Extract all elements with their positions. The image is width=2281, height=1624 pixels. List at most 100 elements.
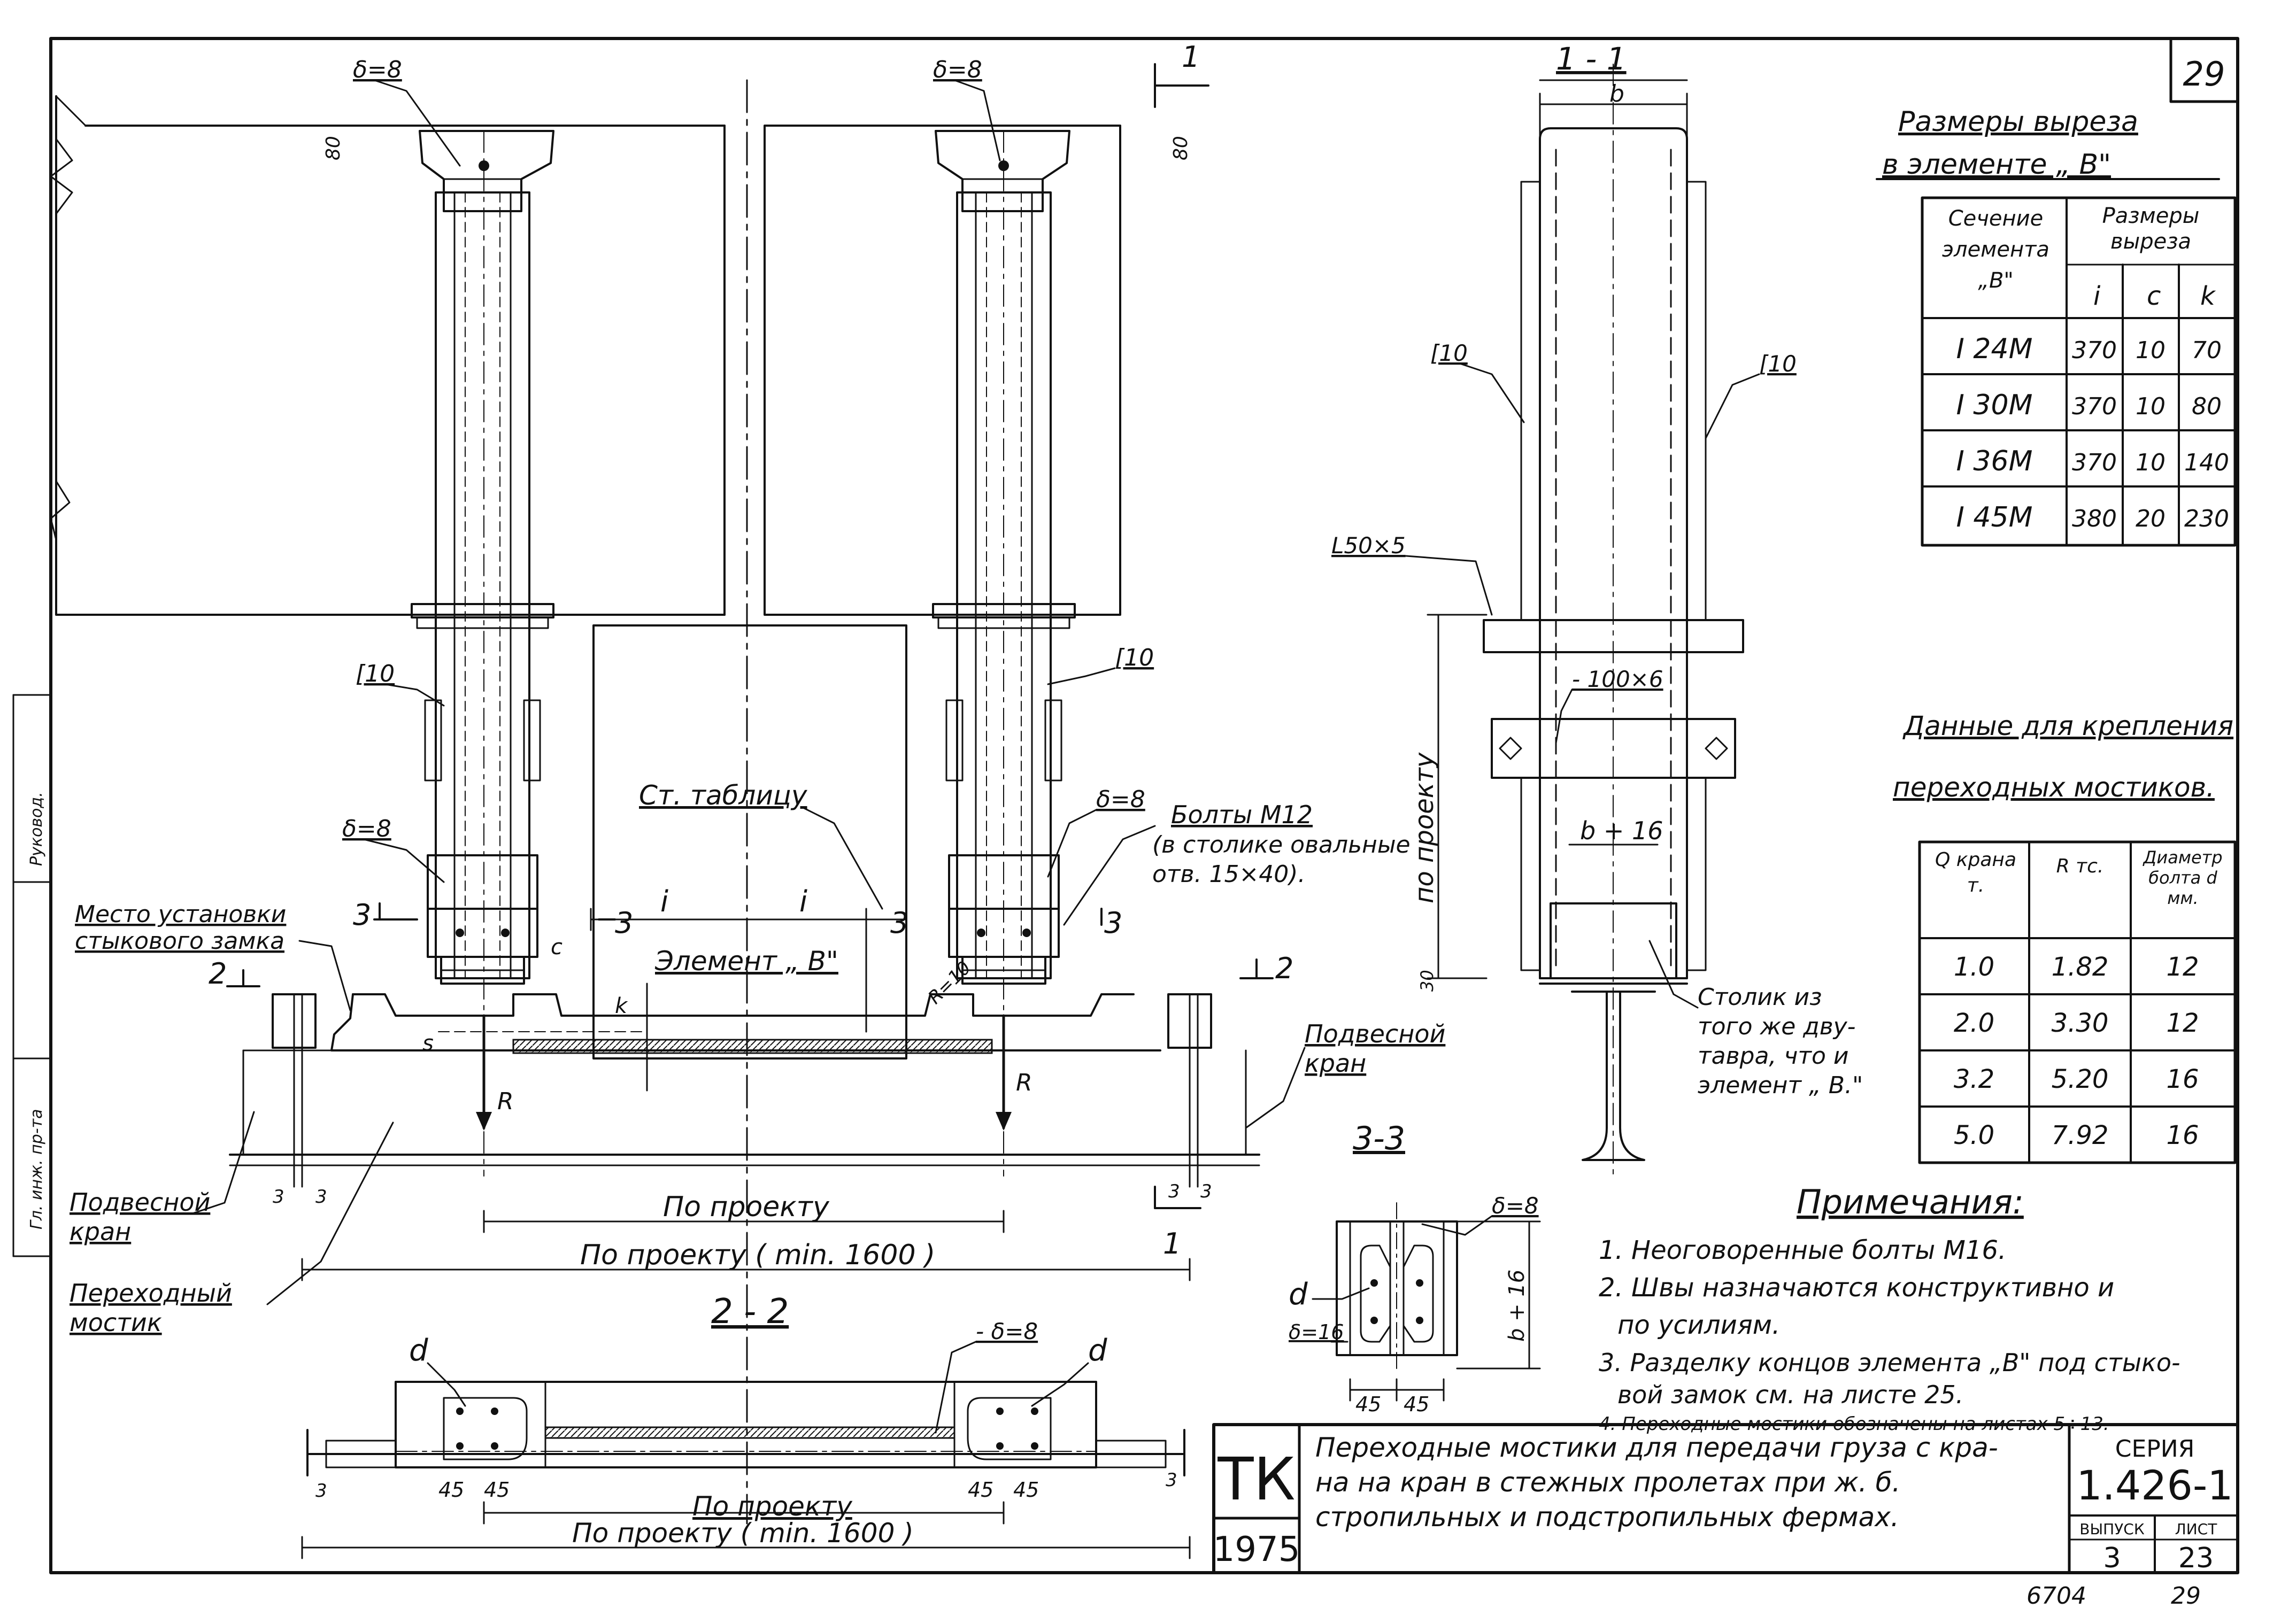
s11-table-3: тавра, что и	[1698, 1042, 1849, 1070]
s22-thk8: - δ=8	[976, 1318, 1038, 1344]
cut-row-3-c: 10	[2136, 449, 2166, 476]
title-issue-label: ВЫПУСК	[2079, 1520, 2145, 1538]
cut-row-4-c: 20	[2136, 505, 2166, 532]
section-11-title: 1 - 1	[1556, 41, 1627, 77]
title-block: ТК 1975 Переходные мостики для передачи …	[1212, 1423, 2239, 1610]
stamp-head: Руковод.	[27, 792, 46, 866]
title-sheet-label: ЛИСТ	[2175, 1520, 2218, 1538]
title-year: 1975	[1213, 1530, 1300, 1569]
s22-mark-3-right: 3	[1166, 1470, 1177, 1491]
s22-d-right: d	[1088, 1333, 1107, 1368]
notes-title: Примечания:	[1797, 1182, 2024, 1221]
label-dim-80-right: 80	[1170, 136, 1192, 160]
s33-45-a: 45	[1355, 1393, 1381, 1416]
fastening-row-4-r: 7.92	[2052, 1120, 2109, 1150]
s11-table-2: того же дву-	[1698, 1013, 1856, 1040]
label-thk8-lower-left: δ=8	[342, 815, 391, 842]
element-b-beam	[229, 993, 1260, 1166]
cut-row-2-k: 80	[2192, 393, 2222, 420]
force-r-left: R	[497, 1088, 514, 1115]
left-column	[411, 130, 554, 1177]
s11-c10-left: [10	[1430, 340, 1468, 366]
left-stamp-strip: Гл. инж. пр-та Руковод.	[12, 694, 52, 1257]
main-elevation: R R i i c k s 3 3 3 3 2 2 1 1	[50, 40, 1445, 1525]
fastening-row-4-d: 16	[2166, 1120, 2199, 1150]
force-r-right: R	[1016, 1069, 1032, 1096]
s22-d-left: d	[409, 1333, 428, 1368]
s22-45-d: 45	[1013, 1478, 1039, 1502]
label-crane-right-1: Подвесной	[1305, 1019, 1445, 1048]
cut-dimensions-table: Размеры выреза в элементе „ В" Сечение э…	[1876, 106, 2237, 547]
fastening-title-1: Данные для крепления	[1902, 710, 2233, 741]
section-3-3: 3-3 b + 16 45 45 δ=8 d δ=16	[1289, 1120, 1541, 1416]
title-desc-2: на на кран в стежных пролетах при ж. б.	[1315, 1467, 1900, 1498]
title-desc-3: стропильных и подстропильных фермах.	[1315, 1502, 1899, 1533]
mark-3-d: 3	[1104, 906, 1122, 940]
cut-row-4-i: 380	[2072, 505, 2117, 532]
fastening-header-q: Q крана т.	[1935, 849, 2017, 896]
fastening-header-r: R тс.	[2056, 855, 2104, 877]
label-element-b: Элемент „ В"	[654, 946, 838, 977]
section-11-dim-b: b	[1609, 80, 1624, 107]
title-sheet-value: 23	[2178, 1542, 2214, 1574]
cut-row-1-i: 370	[2072, 337, 2117, 364]
right-column	[932, 130, 1076, 1177]
s22-mark-3-left: 3	[315, 1480, 327, 1502]
note-1: 1. Неоговоренные болты М16.	[1599, 1235, 2006, 1265]
s22-by-project: По проекту	[692, 1491, 853, 1522]
sheet-number: 29	[2183, 55, 2225, 94]
below-left-number: 6704	[2026, 1582, 2086, 1610]
s11-dim-30: 30	[1417, 970, 1437, 992]
label-crane-left-1: Подвесной	[70, 1188, 210, 1217]
section-22-title: 2 - 2	[711, 1292, 789, 1332]
title-logo: ТК	[1217, 1445, 1295, 1513]
mark-3-g: 3	[315, 1186, 327, 1208]
note-3: 3. Разделку концов элемента „В" под стык…	[1599, 1348, 2180, 1377]
mark-3-e: 3	[1168, 1181, 1180, 1202]
label-c10-right: [10	[1115, 644, 1154, 671]
stamp-chief-engineer: Гл. инж. пр-та	[27, 1109, 46, 1229]
note-2-cont: по усилиям.	[1617, 1310, 1780, 1340]
notes: Примечания: 1. Неоговоренные болты М16. …	[1599, 1182, 2180, 1435]
title-series-value: 1.426-1	[2076, 1461, 2233, 1509]
section-2-2: 2 - 2 d d - δ=8 45 45 45 45 3 3	[301, 1292, 1191, 1559]
label-c10-left: [10	[356, 660, 395, 687]
label-see-table: Ст. таблицу	[639, 780, 808, 811]
s11-plate: - 100×6	[1572, 666, 1663, 692]
fastening-title-2: переходных мостиков.	[1893, 772, 2215, 803]
dim-k: k	[615, 994, 628, 1018]
section-1-1: 1 - 1 b b + 16 по проекту 30 [10 [10 L5	[1331, 41, 1863, 1177]
title-series-label: СЕРИЯ	[2115, 1435, 2195, 1463]
mark-3-b: 3	[615, 906, 633, 940]
mark-3-c: 3	[890, 906, 908, 940]
mark-3-h: 3	[1200, 1181, 1212, 1202]
below-right-number: 29	[2171, 1582, 2201, 1610]
cut-row-1-k: 70	[2192, 337, 2222, 364]
mark-1-bottom: 1	[1163, 1227, 1181, 1260]
mark-3-a: 3	[353, 898, 371, 932]
cut-table-title-1: Размеры выреза	[1898, 106, 2138, 138]
sheet-frame: 29	[49, 37, 2239, 1574]
title-issue-value: 3	[2103, 1542, 2121, 1574]
cut-col-c: c	[2147, 281, 2161, 311]
s11-table-1: Столик из	[1698, 984, 1822, 1011]
s11-dim-b16: b + 16	[1580, 816, 1663, 845]
mark-2-left: 2	[209, 957, 227, 991]
label-crane-right-2: кран	[1305, 1049, 1366, 1078]
s22-45-a: 45	[438, 1478, 464, 1502]
fastening-header-d: Диаметр болта d мм.	[2143, 847, 2223, 908]
s33-b16: b + 16	[1505, 1270, 1529, 1342]
fastening-row-2-r: 3.30	[2052, 1008, 2109, 1038]
mark-2-right: 2	[1275, 952, 1293, 985]
label-bridge-2: мостик	[70, 1308, 162, 1337]
label-mount-1: Место установки	[75, 901, 286, 928]
s11-angle-l50: L50×5	[1331, 532, 1406, 559]
dim-s: s	[422, 1031, 434, 1056]
cut-row-3-section: I 36M	[1956, 445, 2033, 477]
mark-1-top: 1	[1182, 40, 1200, 74]
note-2: 2. Швы назначаются конструктивно и	[1599, 1273, 2114, 1303]
s33-thk8: δ=8	[1492, 1193, 1539, 1219]
label-bridge-1: Переходный	[70, 1279, 232, 1308]
cut-row-3-k: 140	[2184, 449, 2229, 476]
dim-i-right: i	[799, 885, 807, 918]
